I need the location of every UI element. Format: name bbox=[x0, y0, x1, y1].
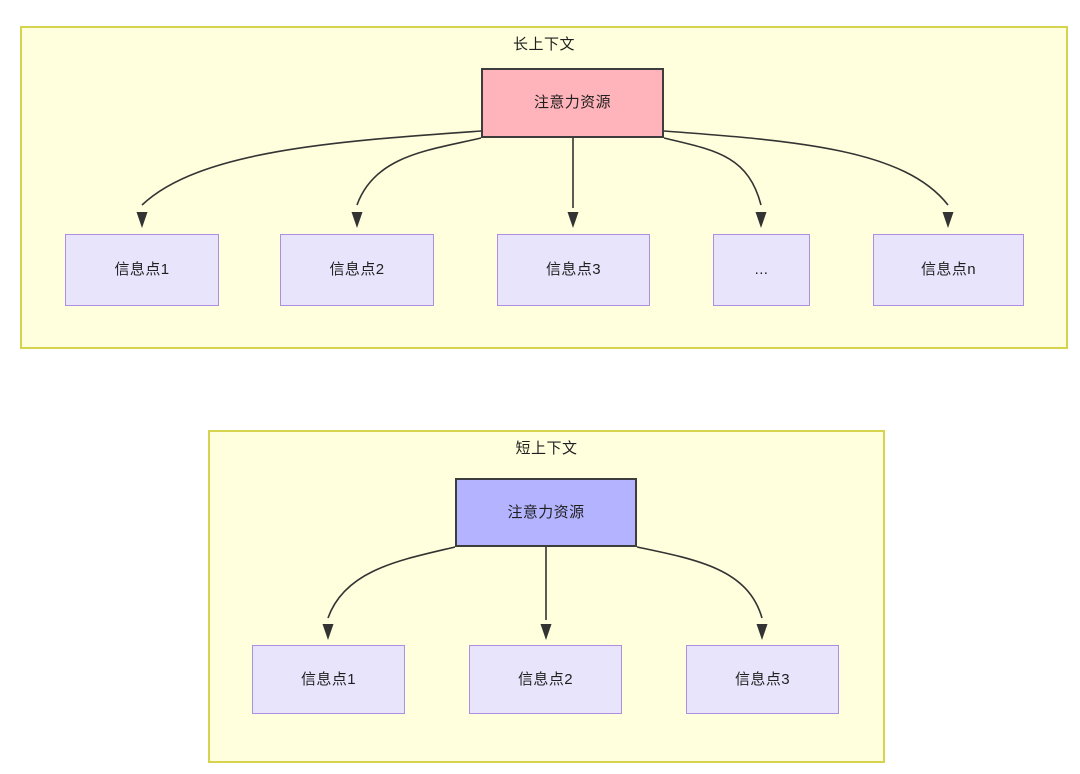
node-short-info-1[interactable]: 信息点1 bbox=[252, 645, 405, 714]
node-short-info-2[interactable]: 信息点2 bbox=[469, 645, 622, 714]
node-long-info-ellipsis[interactable]: ... bbox=[713, 234, 810, 306]
node-long-attention-resource[interactable]: 注意力资源 bbox=[481, 68, 664, 138]
node-short-info-3[interactable]: 信息点3 bbox=[686, 645, 839, 714]
node-long-info-2[interactable]: 信息点2 bbox=[280, 234, 434, 306]
node-long-info-n[interactable]: 信息点n bbox=[873, 234, 1024, 306]
group-short-context-title: 短上下文 bbox=[515, 440, 578, 457]
node-short-attention-resource[interactable]: 注意力资源 bbox=[455, 478, 637, 547]
node-long-info-3[interactable]: 信息点3 bbox=[497, 234, 650, 306]
node-long-info-1[interactable]: 信息点1 bbox=[65, 234, 219, 306]
group-long-context-title: 长上下文 bbox=[512, 36, 575, 53]
